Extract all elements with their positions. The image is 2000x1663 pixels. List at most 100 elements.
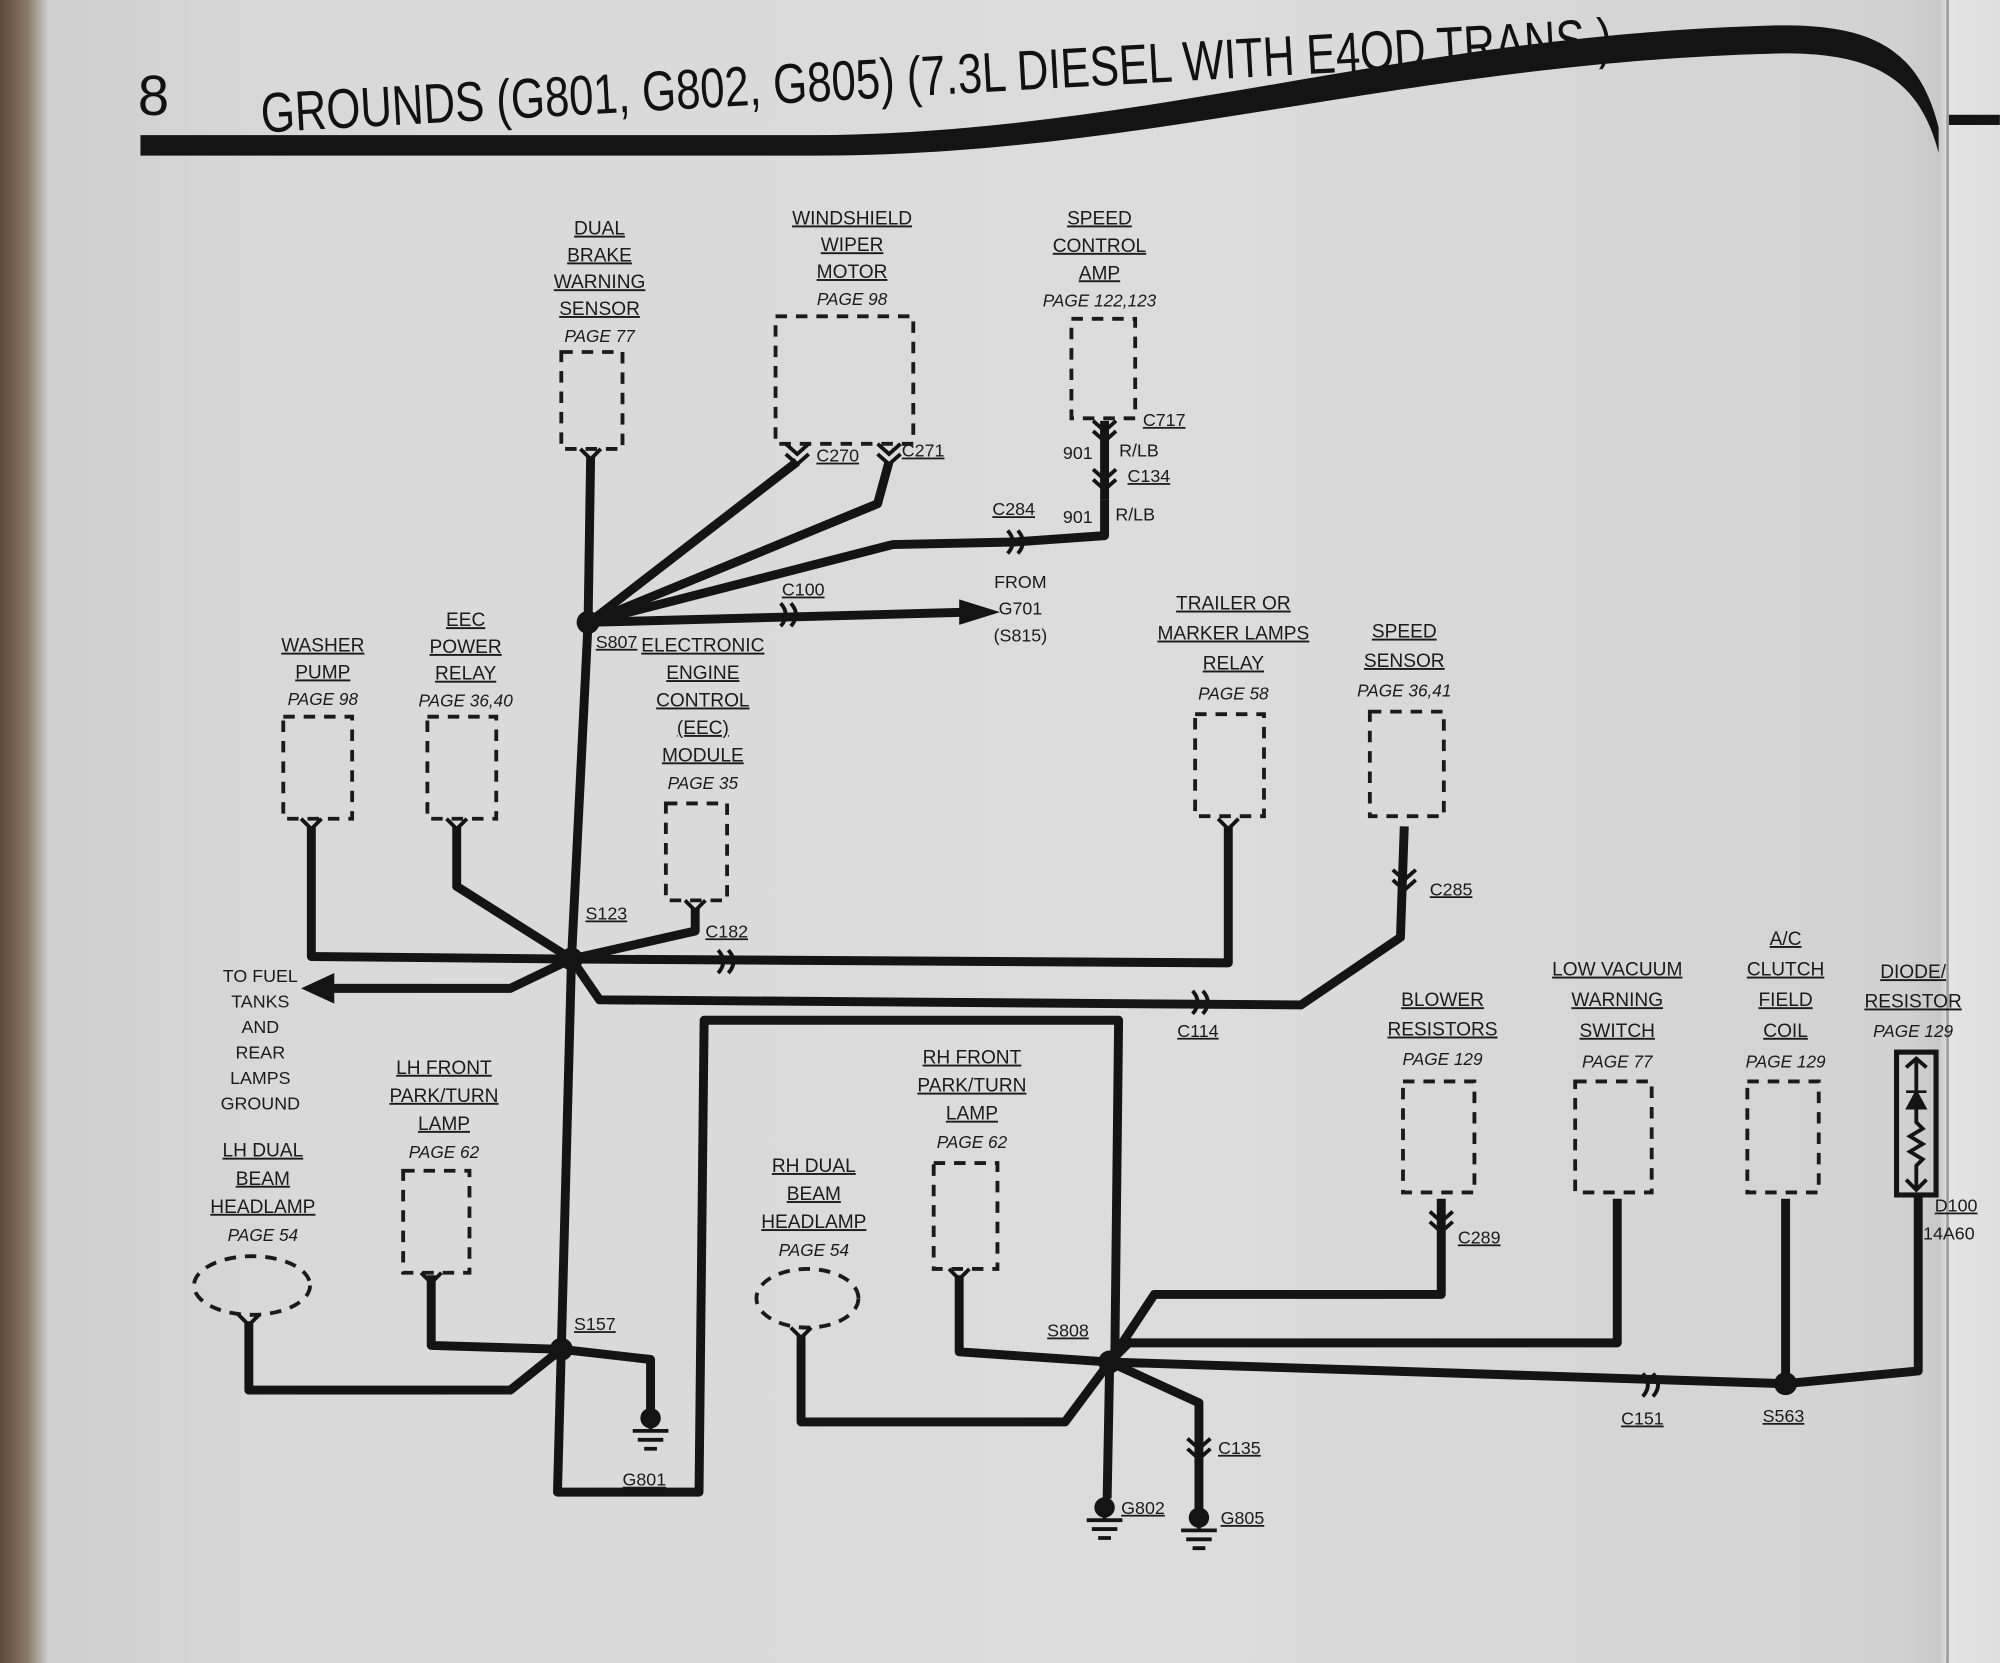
component-label: BLOWER [1401,990,1484,1011]
page-number: 8 [138,64,169,127]
component-label: MODULE [662,745,744,766]
terminal-icon [1216,817,1240,832]
component-label: SPEED [1372,622,1437,643]
component-label: WIPER [821,235,884,256]
splice-label-s808: S808 [1047,1321,1089,1341]
terminal-icon [789,1326,813,1341]
component-box [425,714,499,821]
connector-label-c100: C100 [782,580,825,600]
component-label: EEC [446,610,485,631]
splice-dot [1774,1372,1798,1396]
component-label: HEADLAMP [210,1197,315,1218]
component-label: WARNING [554,272,646,293]
right-page-rule [1948,114,2000,125]
component-label: PARK/TURN [389,1086,498,1107]
component-box [559,350,625,451]
page-reference: PAGE 129 [1746,1051,1826,1071]
connector-label-c289: C289 [1458,1227,1501,1247]
wire-rh-headlamp [796,1336,1114,1427]
page-reference: PAGE 36,41 [1357,680,1451,700]
arrow-to-fuel-tanks [301,973,335,1004]
wire-code: 14A60 [1923,1224,1975,1244]
component-label: RELAY [1203,654,1265,675]
circuit-number: 901 [1063,443,1093,463]
connector-c270-icon [784,442,810,467]
page-reference: PAGE 62 [937,1132,1008,1152]
diode-icon [1905,1088,1928,1110]
from-g701-note: G701 [999,599,1043,619]
component-box [1367,709,1446,819]
connector-label-c134: C134 [1128,466,1171,486]
wire-g802 [1102,1361,1115,1499]
component-label: RESISTOR [1864,991,1961,1012]
connector-label-c284: C284 [992,499,1035,519]
connector-label-c135: C135 [1218,1438,1261,1458]
connector-c717-icon [1091,419,1118,444]
wire-color: R/LB [1119,441,1159,461]
wire-main-trunk [553,622,1124,1497]
connector-c182-icon [716,948,736,975]
wire-rh-park [954,1275,1110,1367]
component-label: LH DUAL [223,1141,304,1162]
component-label: SPEED [1067,208,1132,229]
wire-c271 [587,460,894,627]
component-label: PUMP [295,662,350,683]
component-label: SWITCH [1580,1021,1655,1042]
component-label: RELAY [435,664,497,685]
splice-dot [1098,1350,1122,1374]
connector-c134-icon [1091,467,1118,493]
headlamp-outline [754,1267,861,1330]
arrow-icon [1904,1055,1928,1091]
splice-label-s563: S563 [1763,1406,1805,1426]
wire-c270 [586,458,800,626]
wire-eec-relay [452,826,574,963]
wire-dual-brake-to-s807 [583,456,596,623]
fuel-tanks-ground-note: REAR [236,1043,286,1063]
page-reference: PAGE 129 [1873,1021,1953,1041]
resistor-icon [1904,1108,1928,1193]
connector-c100-icon [779,601,798,628]
component-label: CLUTCH [1747,960,1825,981]
page-reference: PAGE 54 [779,1240,849,1260]
wire-washer-pump [306,826,572,964]
connector-label-c271: C271 [902,441,945,461]
splice-label-s123: S123 [586,903,628,923]
component-label: WASHER [281,636,364,657]
terminal-icon [237,1313,261,1328]
page-reference: PAGE 77 [564,326,636,346]
component-label: FIELD [1759,990,1813,1011]
component-label: A/C [1770,929,1802,950]
page-reference: PAGE 54 [228,1225,298,1245]
page-reference: PAGE 58 [1198,684,1269,704]
terminal-icon [299,817,323,832]
component-box [773,314,916,446]
wire-c135 [1107,1357,1204,1512]
wire-lh-park [426,1275,562,1354]
component-label: LAMP [418,1114,470,1135]
ground-label-g802: G802 [1121,1498,1165,1518]
component-label: ELECTRONIC [641,636,764,657]
page-reference: PAGE 35 [668,773,739,793]
ground-symbol [1086,1507,1123,1540]
arrow-to-g701 [959,599,1000,625]
title-rule [140,25,1939,156]
ground-symbol [1181,1517,1217,1551]
component-box [1573,1079,1654,1195]
